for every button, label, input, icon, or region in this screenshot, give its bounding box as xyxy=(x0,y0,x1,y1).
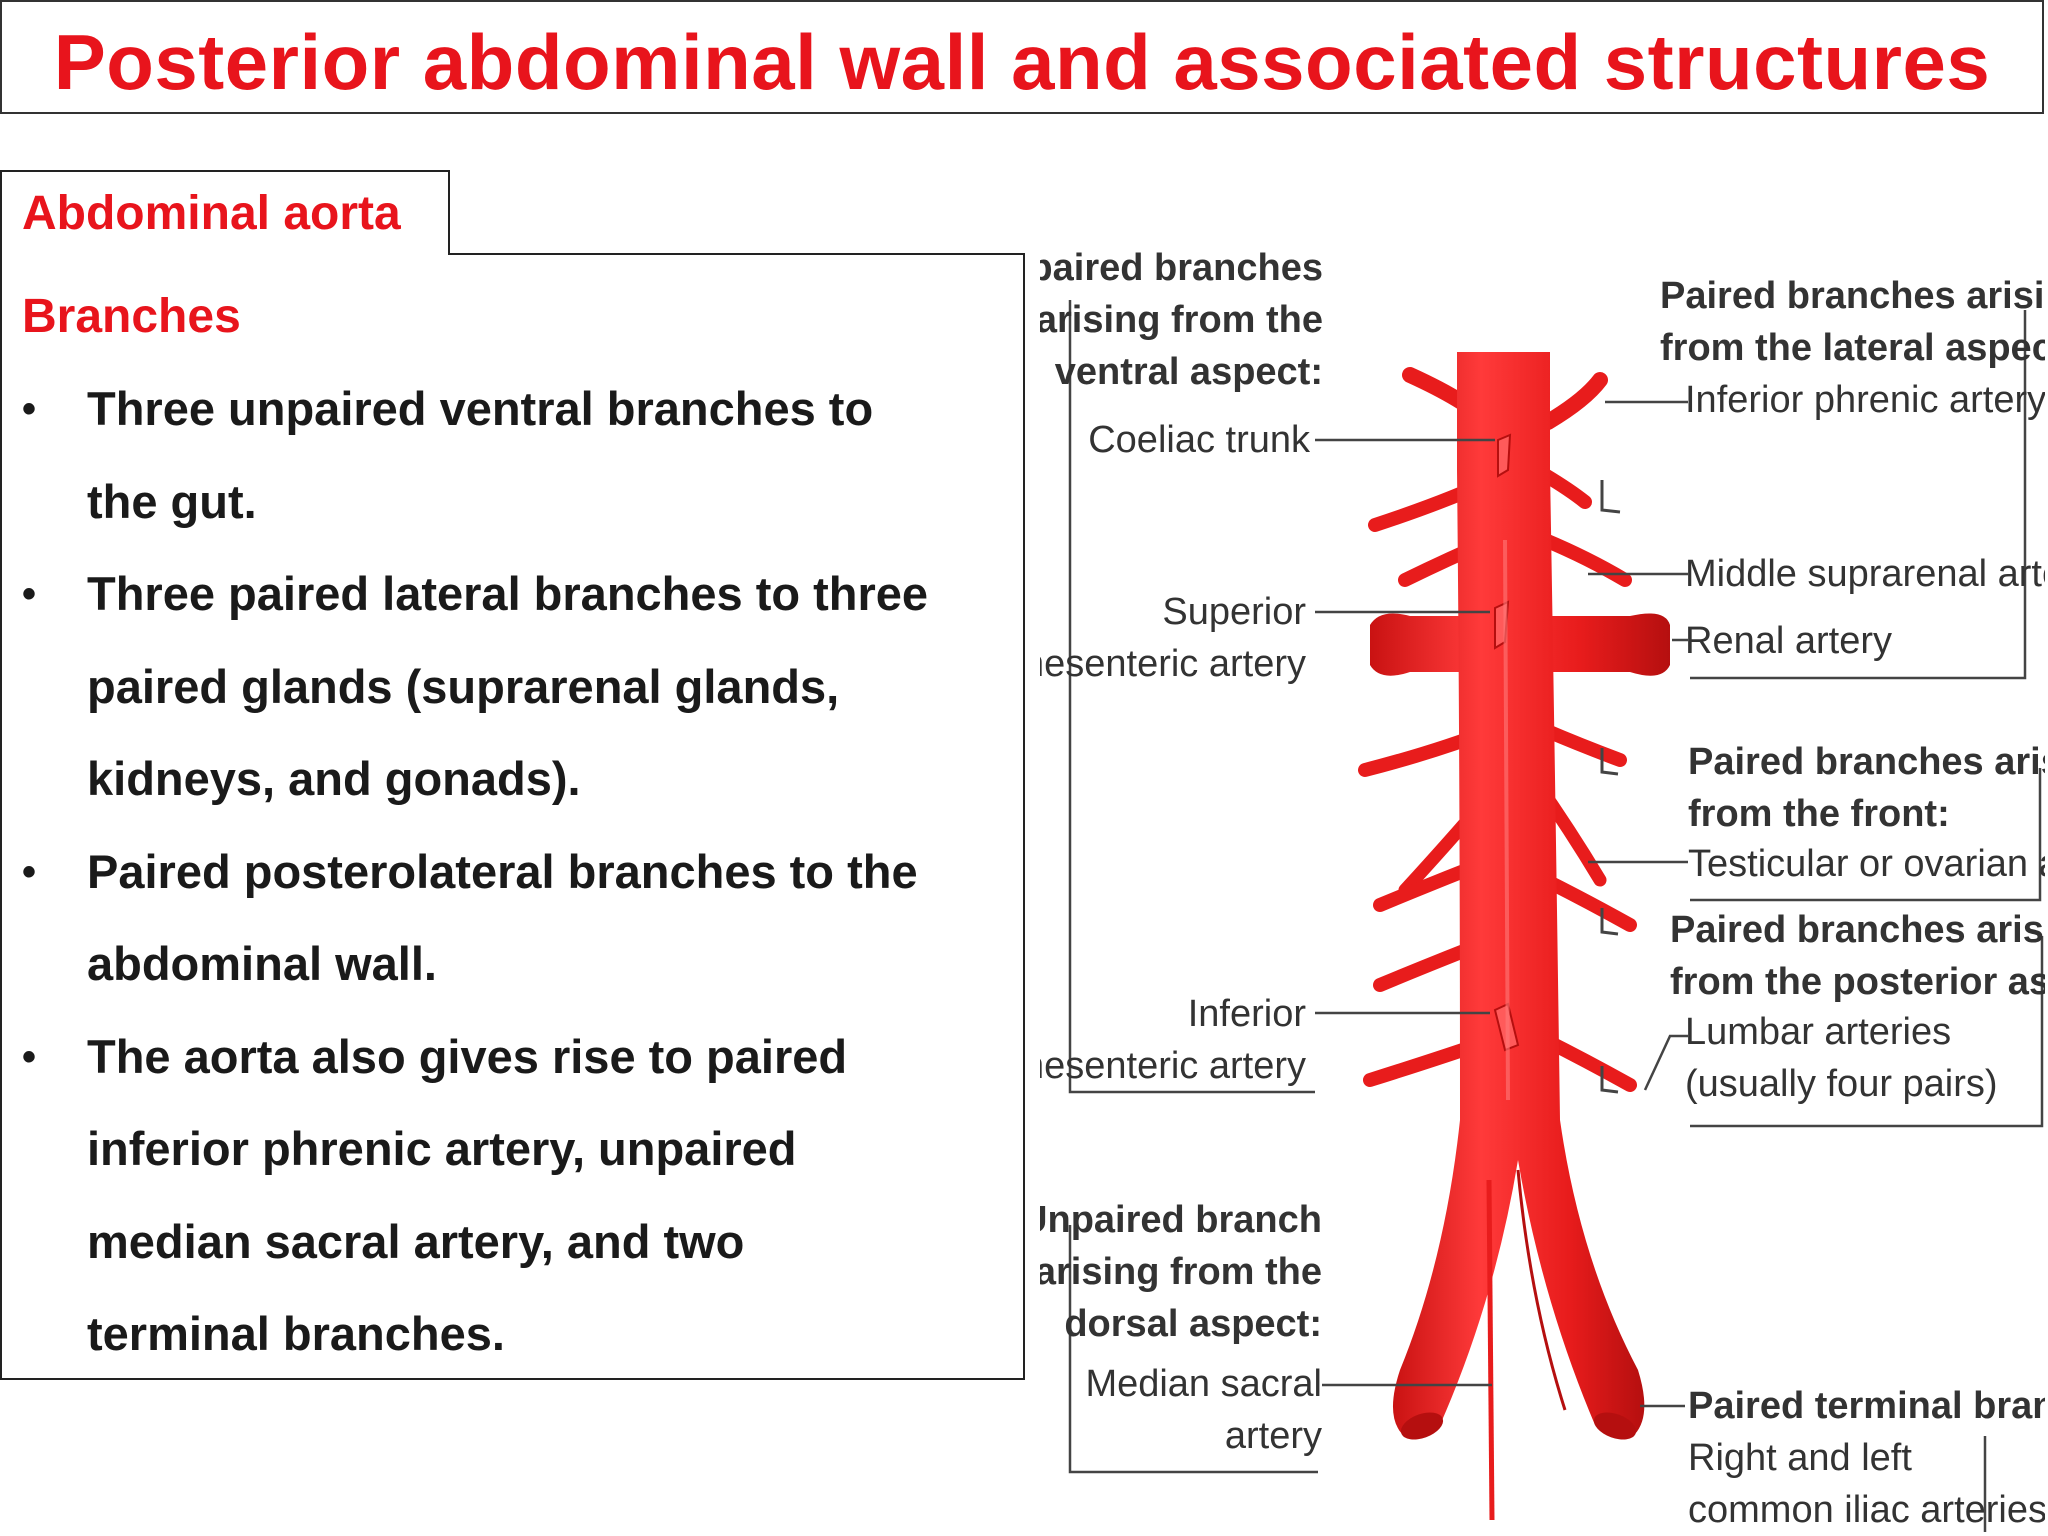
middle-suprarenal-artery-right xyxy=(1538,468,1592,509)
label-dorsal-heading-1: Unpaired branch xyxy=(1040,1199,1322,1241)
bullet-line: Three unpaired ventral branches to xyxy=(87,382,874,435)
label-ima-1: Inferior xyxy=(1188,993,1307,1035)
bracket-ventral xyxy=(1068,300,1315,1094)
bullet-line: Three paired lateral branches to three xyxy=(87,567,929,620)
bullet-line: terminal branches. xyxy=(87,1307,505,1360)
label-sma-1: Superior xyxy=(1162,591,1306,633)
label-lumbar-1: Lumbar arteries xyxy=(1685,1011,1951,1053)
label-iliac-2: common iliac arteries xyxy=(1688,1489,2045,1531)
label-coeliac-trunk: Coeliac trunk xyxy=(1088,419,1311,461)
label-ventral-heading-1: Unpaired branches xyxy=(1040,247,1323,289)
label-dorsal-heading-3: dorsal aspect: xyxy=(1064,1303,1322,1345)
bullet-dot: • xyxy=(22,1034,37,1079)
bracket-posterior xyxy=(1690,936,2044,1128)
bullet-dot: • xyxy=(22,849,37,894)
inferior-phrenic-artery-right xyxy=(1540,372,1608,430)
label-ventral-heading-3: ventral aspect: xyxy=(1055,351,1323,393)
label-front-heading-1: Paired branches arising xyxy=(1688,741,2045,783)
right-labels: Paired branches arising from the lateral… xyxy=(1660,275,2045,1531)
label-middle-suprarenal: Middle suprarenal artery xyxy=(1685,553,2045,595)
label-gonadal: Testicular or ovarian artery xyxy=(1688,843,2045,885)
label-lumbar-2: (usually four pairs) xyxy=(1685,1063,1998,1105)
lumbar-artery-right-2 xyxy=(1538,723,1627,767)
lumbar-artery-stub xyxy=(1600,480,1621,514)
leader-lines xyxy=(1068,300,2044,1532)
label-ima-2: mesenteric artery xyxy=(1040,1045,1306,1087)
coeliac-trunk xyxy=(1497,433,1512,478)
label-median-sacral-1: Median sacral xyxy=(1085,1363,1322,1405)
label-iliac-1: Right and left xyxy=(1688,1437,1912,1479)
bullet-line: inferior phrenic artery, unpaired xyxy=(87,1122,797,1175)
lumbar-artery-right-1 xyxy=(1538,533,1632,587)
branches-heading: Branches xyxy=(22,290,241,343)
bullet-line: paired glands (suprarenal glands, xyxy=(87,659,840,713)
bullet-line: kidneys, and gonads). xyxy=(87,752,581,805)
left-labels: Unpaired branches arising from the ventr… xyxy=(1040,247,1323,1457)
bullet-line: abdominal wall. xyxy=(87,937,437,990)
bracket-lateral xyxy=(1690,310,2027,680)
bullet-list: • Three unpaired ventral branches to the… xyxy=(2,363,1012,1381)
page-title: Posterior abdominal wall and associated … xyxy=(53,18,1991,106)
aorta-diagram: Unpaired branches arising from the ventr… xyxy=(1040,247,2045,1532)
bullet-line: median sacral artery, and two xyxy=(87,1214,745,1268)
bullet-dot: • xyxy=(22,572,37,616)
label-median-sacral-2: artery xyxy=(1225,1415,1322,1457)
content-panel: Branches • Three unpaired ventral branch… xyxy=(0,253,1025,1380)
bifurcation-shading xyxy=(1516,1169,1567,1411)
aorta-artwork xyxy=(1358,352,1670,1521)
title-banner: Posterior abdominal wall and associated … xyxy=(0,0,2044,114)
bullet-line: the gut. xyxy=(87,474,257,528)
trunk-highlight xyxy=(1503,539,1510,1101)
bullet-item: • The aorta also gives rise to paired in… xyxy=(2,1011,1012,1381)
lumbar-artery-right-3 xyxy=(1538,873,1637,932)
label-inferior-phrenic: Inferior phrenic artery xyxy=(1685,379,2045,421)
bullet-line: The aorta also gives rise to paired xyxy=(87,1029,848,1083)
median-sacral-artery xyxy=(1486,1179,1495,1521)
lumbar-artery-stub xyxy=(1600,748,1619,776)
lumbar-artery-stub xyxy=(1600,908,1619,936)
leader-lumbar xyxy=(1643,1034,1688,1091)
bullet-line: Paired posterolateral branches to the xyxy=(87,844,918,898)
bullet-dot: • xyxy=(22,387,37,431)
label-sma-2: mesenteric artery xyxy=(1040,643,1306,685)
iliac-artery-left-end xyxy=(1400,1412,1444,1440)
bracket-dorsal xyxy=(1068,1225,1318,1474)
lumbar-artery-stub xyxy=(1600,1066,1619,1094)
label-posterior-heading-2: from the posterior aspect: xyxy=(1670,961,2045,1003)
label-posterior-heading-1: Paired branches arising xyxy=(1670,909,2045,951)
label-terminal-heading: Paired terminal branches: xyxy=(1688,1385,2045,1427)
label-dorsal-heading-2: arising from the xyxy=(1040,1251,1322,1293)
bullet-item: • Paired posterolateral branches to the … xyxy=(2,826,1012,1011)
label-ventral-heading-2: arising from the xyxy=(1040,299,1323,341)
bullet-item: • Three paired lateral branches to three… xyxy=(2,548,1012,826)
bracket-front xyxy=(1690,768,2042,902)
label-lateral-heading-2: from the lateral aspect: xyxy=(1660,327,2045,369)
section-tab-label: Abdominal aorta xyxy=(22,187,401,240)
section-tab: Abdominal aorta xyxy=(0,170,450,255)
abdominal-aorta xyxy=(1392,352,1645,1438)
iliac-artery-right-end xyxy=(1593,1412,1637,1440)
bullet-item: • Three unpaired ventral branches to the… xyxy=(2,363,1012,548)
label-lateral-heading-1: Paired branches arising xyxy=(1660,275,2045,317)
label-renal: Renal artery xyxy=(1685,620,1892,662)
label-front-heading-2: from the front: xyxy=(1688,793,1950,835)
